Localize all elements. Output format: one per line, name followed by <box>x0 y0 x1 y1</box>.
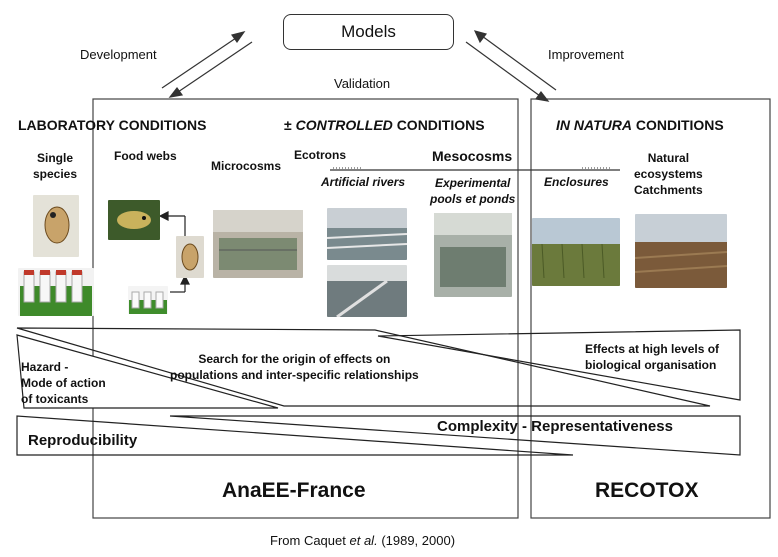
development-label: Development <box>80 47 157 62</box>
reproducibility-wedge <box>16 415 574 456</box>
in-natura-conditions-header: IN NATURA CONDITIONS <box>556 118 724 133</box>
laboratory-conditions-header: LABORATORY CONDITIONS <box>18 118 207 133</box>
plus-minus: ± <box>284 117 292 133</box>
natural-catchment-photo <box>635 214 727 288</box>
complexity-wedge <box>169 415 741 456</box>
mesocosms-label: Mesocosms <box>432 148 513 164</box>
development-arrows <box>161 31 253 98</box>
algae-flasks-photo <box>128 286 168 314</box>
anaee-france-label: AnaEE-France <box>222 479 366 502</box>
search-wedge <box>16 327 711 407</box>
daphnia-small-photo <box>176 236 204 278</box>
in-natura-word: IN NATURA <box>556 117 632 133</box>
source-etal: et al. <box>349 533 378 548</box>
natural-ecosystems-label: Natural ecosystems Catchments <box>634 151 703 198</box>
fish-photo <box>108 200 160 240</box>
enclosures-label: Enclosures <box>544 175 609 189</box>
in-natura-conditions-word: CONDITIONS <box>635 117 724 133</box>
source-citation: From Caquet et al. (1989, 2000) <box>270 534 455 548</box>
controlled-conditions-header: ± CONTROLLED CONDITIONS <box>284 118 485 133</box>
experimental-pools-label: Experimental pools et ponds <box>430 176 516 206</box>
search-origin-text: Search for the origin of effects on popu… <box>170 352 419 382</box>
daphnia-photo <box>33 195 79 257</box>
controlled-conditions-word: CONDITIONS <box>396 117 485 133</box>
models-label: Models <box>341 22 396 41</box>
pools-ponds-photo <box>434 213 512 297</box>
source-years: (1989, 2000) <box>381 533 456 548</box>
high-levels-text: Effects at high levels of biological org… <box>585 342 720 372</box>
test-bottles-photo <box>18 268 94 316</box>
foodweb-arrows <box>158 211 190 293</box>
microcosms-photo <box>213 210 303 278</box>
laboratory-word: LABORATORY <box>18 117 115 133</box>
controlled-word: CONTROLLED <box>295 117 393 133</box>
artificial-rivers-photo-2 <box>327 265 407 317</box>
single-species-label: Single species <box>33 151 78 182</box>
microcosms-label: Microcosms <box>211 159 282 173</box>
laboratory-conditions-word: CONDITIONS <box>118 117 207 133</box>
validation-label: Validation <box>334 76 391 91</box>
artificial-rivers-label: Artificial rivers <box>321 175 406 189</box>
high-levels-wedge <box>377 329 741 401</box>
food-webs-label: Food webs <box>114 149 177 163</box>
complexity-text: Complexity - Representativeness <box>437 418 673 435</box>
recotox-label: RECOTOX <box>595 479 699 502</box>
improvement-label: Improvement <box>548 47 624 62</box>
hazard-wedge <box>16 334 279 409</box>
reproducibility-text: Reproducibility <box>28 432 138 449</box>
models-box: Models <box>283 14 454 50</box>
artificial-rivers-photo-1 <box>327 208 407 260</box>
source-from: From Caquet <box>270 533 346 548</box>
ecotrons-label: Ecotrons <box>294 148 347 162</box>
hazard-text: Hazard - Mode of action of toxicants <box>21 360 106 407</box>
recotox-frame <box>530 98 771 519</box>
enclosures-photo <box>532 218 620 286</box>
improvement-arrows <box>465 30 557 102</box>
